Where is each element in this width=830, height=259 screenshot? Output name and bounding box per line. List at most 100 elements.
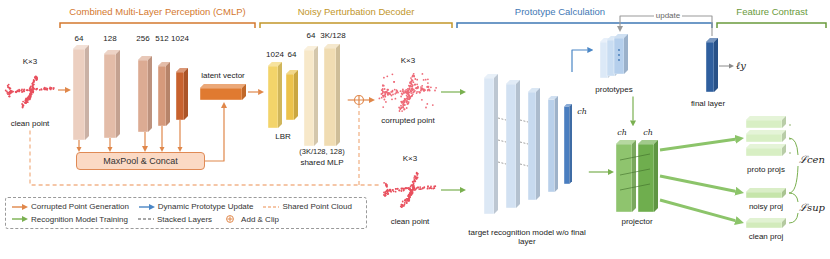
drop-line <box>78 140 79 147</box>
connector <box>589 171 608 172</box>
point <box>51 87 53 89</box>
point <box>393 81 395 83</box>
point <box>32 91 34 93</box>
point <box>430 185 432 187</box>
point <box>25 101 27 103</box>
point <box>382 91 384 93</box>
point <box>21 103 23 105</box>
point <box>391 95 393 97</box>
point <box>396 89 398 91</box>
legend-sample <box>227 216 234 223</box>
point <box>402 107 404 109</box>
point <box>434 90 436 92</box>
node-label: 512 <box>155 34 168 43</box>
point <box>29 94 31 96</box>
point <box>427 86 429 88</box>
point <box>382 91 384 93</box>
point <box>381 97 383 99</box>
point <box>410 82 412 84</box>
point <box>399 189 401 191</box>
point <box>407 92 409 94</box>
connector <box>660 200 735 221</box>
point <box>36 79 38 81</box>
point <box>9 88 11 90</box>
point <box>404 200 406 202</box>
loss-brace <box>789 213 798 223</box>
legend-sample <box>12 203 28 211</box>
layer-slab <box>569 104 572 184</box>
point <box>395 191 397 193</box>
point <box>400 101 402 103</box>
drop-line <box>161 126 162 147</box>
point <box>386 192 388 194</box>
point <box>383 182 385 184</box>
ellipsis-dot <box>618 59 620 61</box>
point <box>407 98 409 100</box>
point <box>397 188 399 190</box>
point <box>418 91 420 93</box>
point <box>387 193 389 195</box>
legend-item: Add & Clip <box>222 215 279 225</box>
point <box>32 90 34 92</box>
node-label: 128 <box>103 34 116 43</box>
point <box>412 87 414 89</box>
point <box>423 186 425 188</box>
point <box>395 91 397 93</box>
layer-slab <box>746 116 786 120</box>
point <box>427 82 429 84</box>
point <box>409 82 411 84</box>
point <box>45 87 47 89</box>
point <box>390 191 392 193</box>
point <box>416 87 418 89</box>
point <box>405 188 407 190</box>
point <box>29 94 31 96</box>
connector <box>248 91 258 92</box>
point <box>403 92 405 94</box>
point <box>421 88 423 90</box>
layer-slab <box>782 116 786 128</box>
node-label: K×3 <box>403 154 417 163</box>
point <box>15 91 17 93</box>
layer-slab <box>336 44 340 146</box>
point <box>413 183 415 185</box>
point <box>404 90 406 92</box>
point <box>385 194 387 196</box>
legend-text: Add & Clip <box>241 215 279 225</box>
point <box>416 79 418 81</box>
point <box>32 89 34 91</box>
point <box>410 92 412 94</box>
layer-slab <box>746 218 786 222</box>
arrow-head <box>729 64 734 69</box>
layer-slab <box>200 84 246 88</box>
point <box>409 196 411 198</box>
layer-slab <box>166 62 170 126</box>
point <box>411 79 413 81</box>
point <box>424 89 426 91</box>
node-label: ch <box>643 128 653 137</box>
point <box>7 92 9 94</box>
point <box>9 92 11 94</box>
point <box>418 188 420 190</box>
latent-vector: latent vector <box>198 69 248 102</box>
projector: chchprojector <box>614 126 660 228</box>
point <box>431 188 433 190</box>
final-layer: final layer <box>689 36 727 111</box>
layer-slab <box>616 144 632 212</box>
point <box>34 76 36 78</box>
point <box>407 91 409 93</box>
point <box>404 202 406 204</box>
point <box>23 89 25 91</box>
layer-slab <box>654 140 658 212</box>
point <box>31 91 33 93</box>
point <box>433 188 435 190</box>
point <box>389 190 391 192</box>
point <box>389 93 391 95</box>
stacked-mark <box>498 118 506 120</box>
point <box>401 110 403 112</box>
node-label: corrupted point <box>381 116 434 125</box>
point <box>46 89 48 91</box>
layer-slab <box>782 188 786 198</box>
point <box>387 94 389 96</box>
point <box>387 89 389 91</box>
point <box>395 98 397 100</box>
